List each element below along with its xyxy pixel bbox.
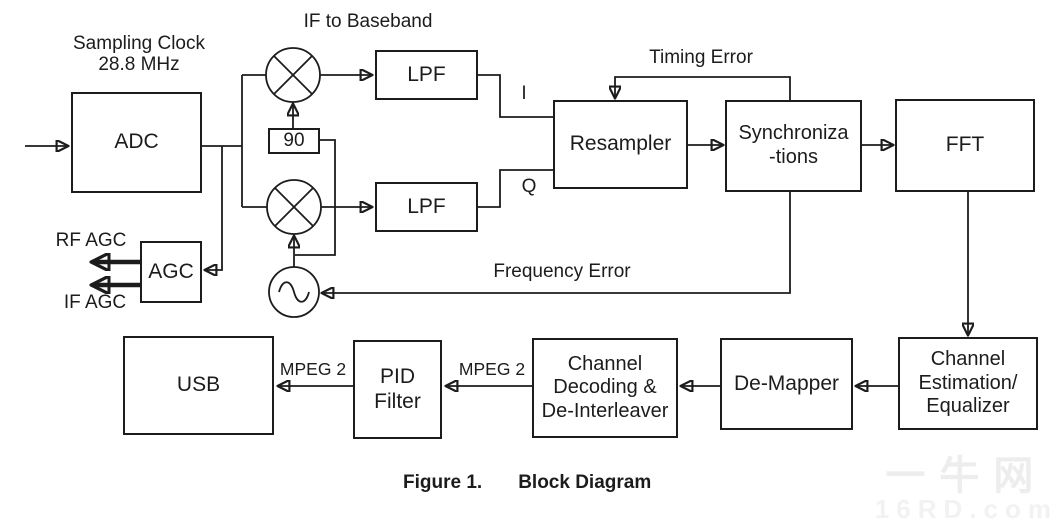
block-pid-filter: PID Filter — [353, 340, 442, 439]
i-signal-label: I — [521, 83, 527, 104]
mpeg2-label-right: MPEG 2 — [458, 359, 526, 379]
block-channel-estimation: Channel Estimation/ Equalizer — [898, 337, 1038, 430]
wire-osc-to-90 — [295, 139, 336, 256]
wire-frequency-error-feedback — [322, 192, 791, 293]
figure-caption: Figure 1. Block Diagram — [403, 472, 651, 494]
watermark: 一牛网 16RD.com — [875, 456, 1058, 522]
frequency-error-label: Frequency Error — [493, 261, 631, 282]
block-lpf-q: LPF — [375, 182, 478, 232]
watermark-site-text: 16RD.com — [874, 494, 1058, 522]
sampling-clock-label: Sampling Clock 28.8 MHz — [73, 33, 205, 76]
local-oscillator-icon — [268, 266, 320, 318]
block-de-mapper: De-Mapper — [720, 338, 853, 430]
block-lpf-i: LPF — [375, 50, 478, 100]
timing-error-label: Timing Error — [649, 47, 753, 68]
if-to-baseband-label: IF to Baseband — [303, 11, 433, 32]
block-adc: ADC — [71, 92, 202, 193]
block-90-phase-shift: 90 — [268, 128, 320, 154]
block-usb: USB — [123, 336, 274, 435]
wire-timing-error-feedback — [615, 76, 791, 100]
wire-lpf-i-to-resampler — [478, 74, 553, 118]
block-channel-decoding: Channel Decoding & De-Interleaver — [532, 338, 678, 438]
q-signal-label: Q — [521, 176, 537, 197]
block-fft: FFT — [895, 99, 1035, 192]
block-agc: AGC — [140, 241, 202, 303]
block-resampler: Resampler — [553, 100, 688, 189]
rf-agc-label: RF AGC — [55, 230, 127, 251]
block-synchronizations: Synchroniza -tions — [725, 100, 862, 192]
figure-title: Block Diagram — [518, 472, 652, 493]
mixer-i-icon — [265, 47, 321, 103]
wire-lpf-q-to-resampler — [478, 169, 553, 208]
if-agc-label: IF AGC — [63, 292, 127, 313]
mixer-q-icon — [266, 179, 322, 235]
watermark-logo-text: 一牛网 — [885, 454, 1048, 498]
figure-number: Figure 1. — [403, 472, 483, 493]
mpeg2-label-left: MPEG 2 — [279, 359, 347, 379]
wire-adc-to-agc — [205, 146, 223, 270]
